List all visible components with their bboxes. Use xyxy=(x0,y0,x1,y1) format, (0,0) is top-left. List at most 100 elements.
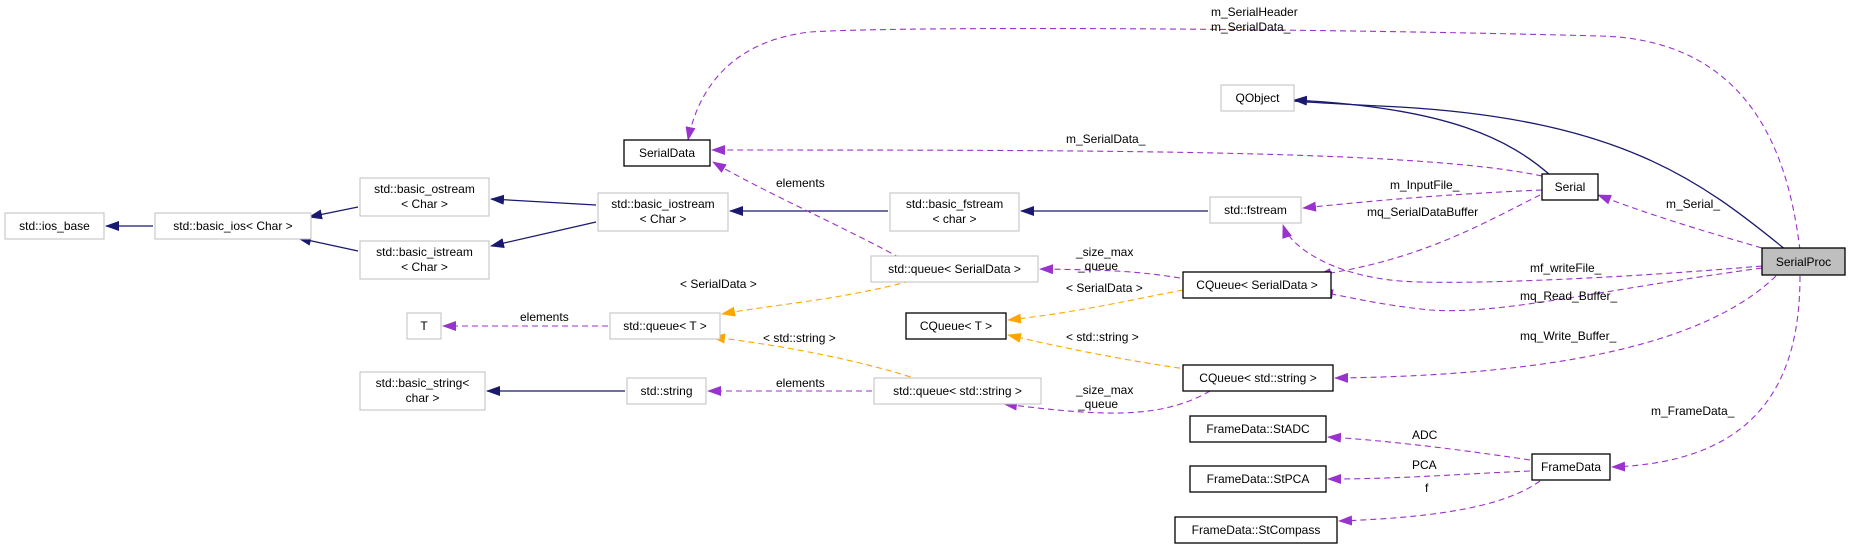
edge-basic-ostream-basic-ios xyxy=(308,206,359,220)
edge-serial-cqueue-serialdata xyxy=(1317,194,1541,279)
edge-basic-iostream-basic-ostream xyxy=(490,194,597,206)
edge-label-f: f xyxy=(1425,481,1429,495)
node-label: FrameData::StPCA xyxy=(1207,472,1310,486)
node-label-line2: < char > xyxy=(932,212,976,226)
node-string[interactable]: std::string xyxy=(626,377,707,405)
edge-cqueue-serialdata-cqueue-t xyxy=(1007,289,1184,324)
edge-label-m-framedata: m_FrameData_ xyxy=(1651,404,1735,418)
edge-label-tmpl-serialdata-2: < SerialData > xyxy=(1066,281,1143,295)
edge-cqueue-string-cqueue-t xyxy=(1007,333,1201,372)
node-label: std::queue< std::string > xyxy=(893,384,1022,398)
edge-framedata-stcompass xyxy=(1338,480,1541,526)
node-cqueue-t[interactable]: CQueue< T > xyxy=(905,312,1007,340)
edge-label-elements-serialdata: elements xyxy=(776,176,825,190)
node-label: CQueue< SerialData > xyxy=(1196,278,1317,292)
edge-serialproc-cqueue-string xyxy=(1334,275,1777,383)
edge-label-mq-serialdatabuffer: mq_SerialDataBuffer xyxy=(1367,205,1478,219)
node-stadc[interactable]: FrameData::StADC xyxy=(1189,415,1327,443)
edge-basic-istream-basic-ios xyxy=(297,235,359,252)
node-label: std::fstream xyxy=(1224,203,1287,217)
edge-label-serialdata-header: m_SerialData_ xyxy=(1211,20,1291,34)
node-queue-serialdata[interactable]: std::queue< SerialData > xyxy=(870,255,1039,283)
node-label-line1: std::basic_ostream xyxy=(374,182,475,196)
edge-framedata-stpca xyxy=(1327,470,1531,484)
inheritance-edges xyxy=(105,92,1787,396)
edge-label-m-serial: m_Serial_ xyxy=(1666,197,1720,211)
node-basic-fstream[interactable]: std::basic_fstream < char > xyxy=(889,192,1020,232)
node-cqueue-serialdata[interactable]: CQueue< SerialData > xyxy=(1182,271,1332,299)
template-edges xyxy=(711,280,1201,381)
edge-label-mq-read-buffer: mq_Read_Buffer_ xyxy=(1520,289,1618,303)
edge-basic-iostream-basic-istream xyxy=(490,221,597,248)
node-stpca[interactable]: FrameData::StPCA xyxy=(1189,465,1327,493)
node-label-line2: < Char > xyxy=(640,212,687,226)
node-stcompass[interactable]: FrameData::StCompass xyxy=(1174,516,1338,544)
edge-serialproc-framedata xyxy=(1611,275,1801,472)
node-label: FrameData::StADC xyxy=(1206,422,1310,436)
node-ios-base[interactable]: std::ios_base xyxy=(4,212,105,240)
edge-serialproc-fstream xyxy=(1282,224,1763,283)
member-edges xyxy=(442,27,1801,526)
edge-label-mf-writefile: mf_writeFile_ xyxy=(1530,261,1602,275)
edge-label-size-max-1b: _queue xyxy=(1077,259,1118,273)
node-label: std::basic_ios< Char > xyxy=(173,219,292,233)
node-label: std::queue< SerialData > xyxy=(888,262,1021,276)
edge-label-m-serialdata: m_SerialData_ xyxy=(1066,132,1146,146)
edge-queue-serialdata-queue-t xyxy=(721,280,911,317)
edge-label-tmpl-string-2: < std::string > xyxy=(1066,330,1139,344)
node-basic-ostream[interactable]: std::basic_ostream < Char > xyxy=(359,177,490,217)
node-cqueue-string[interactable]: CQueue< std::string > xyxy=(1182,364,1334,392)
edge-serial-qobject xyxy=(1293,95,1551,176)
node-label: std::queue< T > xyxy=(623,319,707,333)
node-label: CQueue< std::string > xyxy=(1199,371,1316,385)
node-label: FrameData::StCompass xyxy=(1192,523,1321,537)
node-label: SerialProc xyxy=(1776,255,1831,269)
node-basic-istream[interactable]: std::basic_istream < Char > xyxy=(359,240,490,280)
node-fstream[interactable]: std::fstream xyxy=(1209,196,1302,224)
node-label: QObject xyxy=(1235,91,1280,105)
node-label: CQueue< T > xyxy=(920,319,992,333)
node-label: T xyxy=(420,319,428,333)
nodes: SerialProc QObject Serial SerialData std… xyxy=(4,84,1846,544)
edge-serialproc-serialdata-header xyxy=(685,27,1801,251)
edge-label-pca: PCA xyxy=(1412,458,1437,472)
edge-label-tmpl-serialdata-1: < SerialData > xyxy=(680,277,757,291)
node-serialproc[interactable]: SerialProc xyxy=(1761,247,1846,276)
node-label-line1: std::basic_istream xyxy=(376,245,473,259)
edge-framedata-stadc xyxy=(1327,432,1531,461)
edge-cqueue-serialdata-queue-serialdata xyxy=(1039,264,1181,279)
edge-serial-fstream xyxy=(1302,189,1543,212)
node-basic-ios[interactable]: std::basic_ios< Char > xyxy=(154,212,312,240)
node-queue-t[interactable]: std::queue< T > xyxy=(609,312,721,340)
edge-label-tmpl-string-1: < std::string > xyxy=(763,331,836,345)
edge-label-m-inputfile: m_InputFile_ xyxy=(1390,178,1460,192)
edge-label-mq-write-buffer: mq_Write_Buffer_ xyxy=(1520,329,1617,343)
edge-label-adc: ADC xyxy=(1412,428,1438,442)
edge-serialproc-serial xyxy=(1597,194,1763,249)
node-label: std::ios_base xyxy=(19,219,90,233)
node-framedata[interactable]: FrameData xyxy=(1531,453,1611,481)
node-t[interactable]: T xyxy=(406,312,442,340)
node-queue-string[interactable]: std::queue< std::string > xyxy=(873,377,1042,405)
node-label-line2: < Char > xyxy=(401,260,448,274)
edge-label-serialheader: m_SerialHeader xyxy=(1211,5,1298,19)
edge-labels: m_SerialHeader m_SerialData_ m_SerialDat… xyxy=(520,5,1735,495)
edge-serialproc-qobject xyxy=(1255,92,1787,251)
edge-label-elements-t: elements xyxy=(520,310,569,324)
node-label-line1: std::basic_fstream xyxy=(906,197,1003,211)
node-basic-string[interactable]: std::basic_string< char > xyxy=(359,371,486,411)
edge-queue-string-queue-t xyxy=(711,333,921,381)
node-basic-iostream[interactable]: std::basic_iostream < Char > xyxy=(597,192,729,232)
node-label: SerialData xyxy=(639,146,695,160)
node-label-line1: std::basic_iostream xyxy=(611,197,714,211)
edge-queue-serialdata-serialdata xyxy=(712,161,901,259)
node-qobject[interactable]: QObject xyxy=(1220,84,1295,112)
node-label: FrameData xyxy=(1541,460,1601,474)
edge-label-size-max-1a: _size_max xyxy=(1075,245,1133,259)
node-serial[interactable]: Serial xyxy=(1541,173,1599,201)
node-label: std::string xyxy=(640,384,692,398)
node-label-line1: std::basic_string< xyxy=(376,376,470,390)
node-label-line2: char > xyxy=(406,391,440,405)
node-serialdata[interactable]: SerialData xyxy=(623,139,711,167)
